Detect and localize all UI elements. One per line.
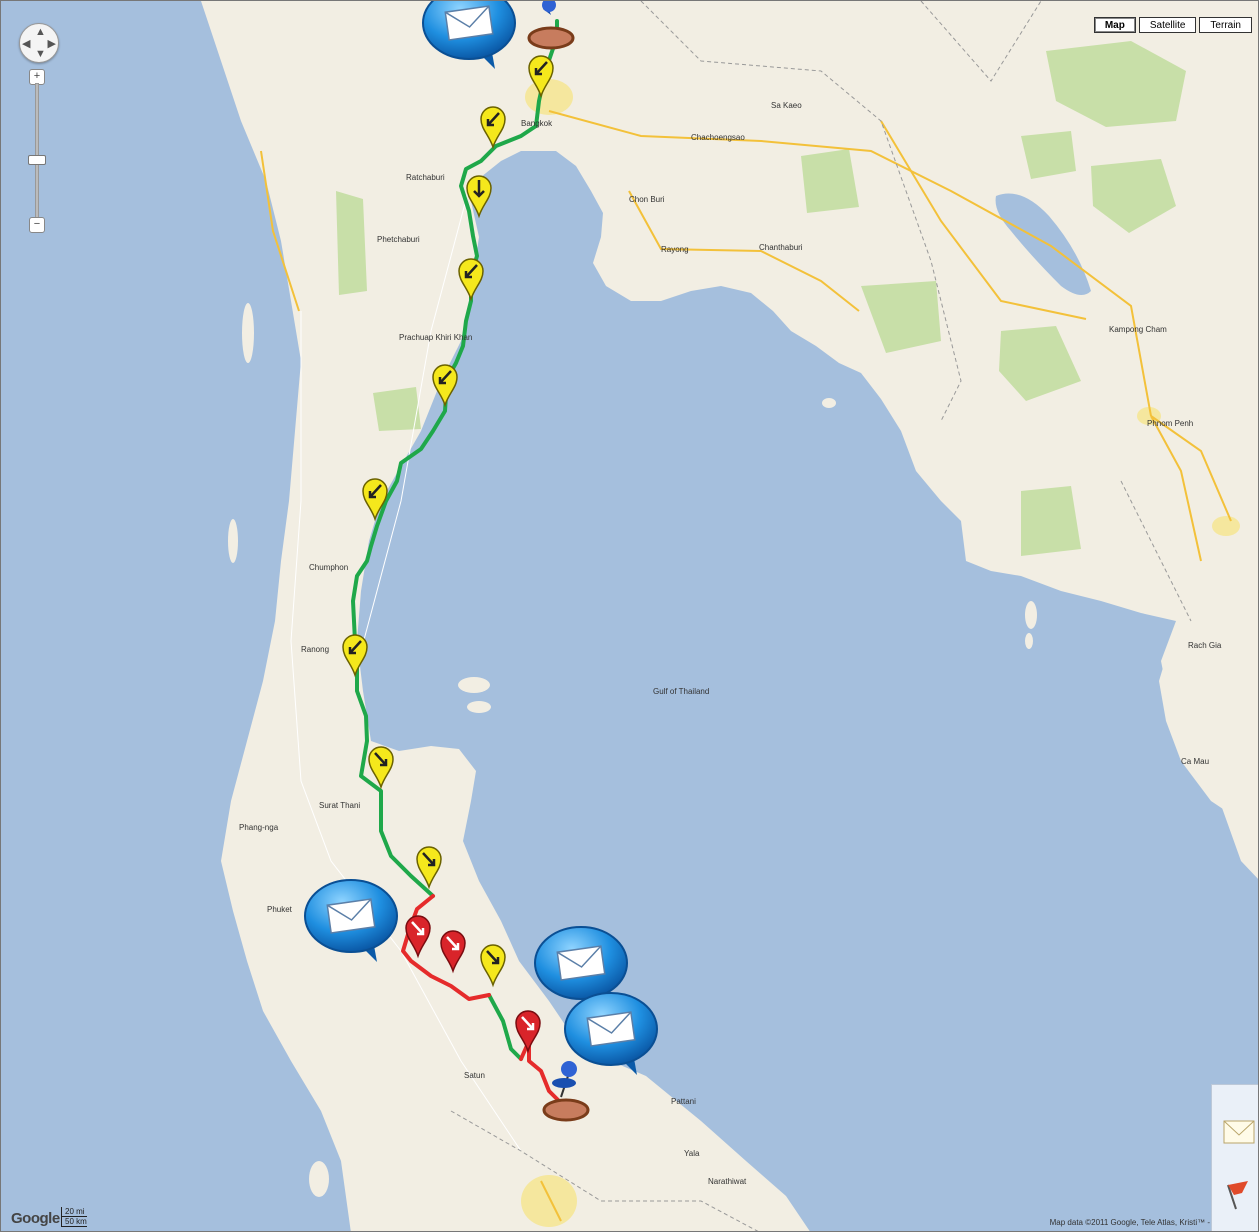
map-type-terrain-button[interactable]: Terrain: [1199, 17, 1252, 33]
map-attribution[interactable]: Map data ©2011 Google, Tele Atlas, Krist…: [1049, 1218, 1210, 1227]
yellow-direction-pin-icon[interactable]: [362, 478, 388, 522]
red-direction-pin-icon[interactable]: [440, 930, 466, 974]
yellow-direction-pin-icon[interactable]: [466, 175, 492, 219]
scale-top-label: 20 mi: [61, 1207, 87, 1217]
place-label: Surat Thani: [319, 801, 361, 810]
yellow-direction-pin-icon[interactable]: [432, 364, 458, 408]
yellow-direction-pin-icon[interactable]: [416, 846, 442, 890]
message-bubble-icon[interactable]: [534, 926, 628, 1009]
pushpin-icon: [552, 1061, 577, 1098]
place-label: Rayong: [661, 245, 689, 254]
place-label: Phuket: [267, 905, 292, 914]
place-label: Chachoengsao: [691, 133, 745, 142]
place-label: Phang-nga: [239, 823, 279, 832]
place-label: Narathiwat: [708, 1177, 747, 1186]
route-end-marker: [542, 1098, 590, 1122]
message-bubble-icon[interactable]: [422, 1, 516, 69]
message-bubble-icon[interactable]: [304, 879, 398, 962]
place-label: Bangkok: [521, 119, 553, 128]
yellow-direction-pin-icon[interactable]: [458, 258, 484, 302]
place-label: Kampong Cham: [1109, 325, 1167, 334]
place-label: Satun: [464, 1071, 485, 1080]
pan-control[interactable]: ▲ ◀ ▶ ▼: [19, 23, 59, 63]
zoom-control[interactable]: + −: [28, 69, 46, 233]
place-label: Yala: [684, 1149, 700, 1158]
pan-down-icon[interactable]: ▼: [35, 48, 46, 60]
place-label: Rach Gia: [1188, 641, 1222, 650]
place-label: Chumphon: [309, 563, 349, 572]
google-logo[interactable]: Google: [11, 1210, 60, 1227]
yellow-direction-pin-icon[interactable]: [480, 944, 506, 988]
place-label: Chanthaburi: [759, 243, 803, 252]
red-direction-pin-icon[interactable]: [405, 915, 431, 959]
place-label: Ranong: [301, 645, 330, 654]
route-start-marker: [527, 26, 575, 50]
map-type-control: Map Satellite Terrain: [1093, 17, 1252, 33]
place-label: Prachuap Khiri Khan: [399, 333, 473, 342]
message-bubble-icon[interactable]: [564, 992, 658, 1075]
zoom-slider-track[interactable]: [35, 83, 39, 225]
flag-icon[interactable]: [1227, 1181, 1248, 1210]
zoom-slider-handle[interactable]: [28, 155, 46, 165]
pan-right-icon[interactable]: ▶: [47, 38, 56, 50]
scale-bottom-label: 50 km: [61, 1217, 87, 1227]
place-label: Ratchaburi: [406, 173, 445, 182]
place-label: Sa Kaeo: [771, 101, 802, 110]
pushpin-icon: [542, 1, 556, 15]
map-type-map-button[interactable]: Map: [1093, 17, 1136, 33]
zoom-out-button[interactable]: −: [29, 217, 45, 233]
place-label: Phetchaburi: [377, 235, 420, 244]
pan-up-icon[interactable]: ▲: [35, 26, 46, 38]
yellow-direction-pin-icon[interactable]: [342, 634, 368, 678]
map-type-satellite-button[interactable]: Satellite: [1138, 17, 1197, 33]
yellow-direction-pin-icon[interactable]: [528, 55, 554, 99]
red-direction-pin-icon[interactable]: [515, 1010, 541, 1054]
scale-bar: 20 mi 50 km: [61, 1207, 87, 1227]
place-label: Gulf of Thailand: [653, 687, 710, 696]
place-label: Phnom Penh: [1147, 419, 1194, 428]
map-navigation-control[interactable]: ▲ ◀ ▶ ▼: [19, 23, 59, 63]
route-line-green: [351, 19, 559, 1061]
pan-left-icon[interactable]: ◀: [22, 38, 31, 50]
place-label: Ca Mau: [1181, 757, 1210, 766]
envelope-icon[interactable]: [1223, 1120, 1255, 1144]
place-label: Pattani: [671, 1097, 696, 1106]
place-label: Chon Buri: [629, 195, 665, 204]
yellow-direction-pin-icon[interactable]: [368, 746, 394, 790]
side-panel: [1211, 1084, 1258, 1231]
yellow-direction-pin-icon[interactable]: [480, 106, 506, 150]
